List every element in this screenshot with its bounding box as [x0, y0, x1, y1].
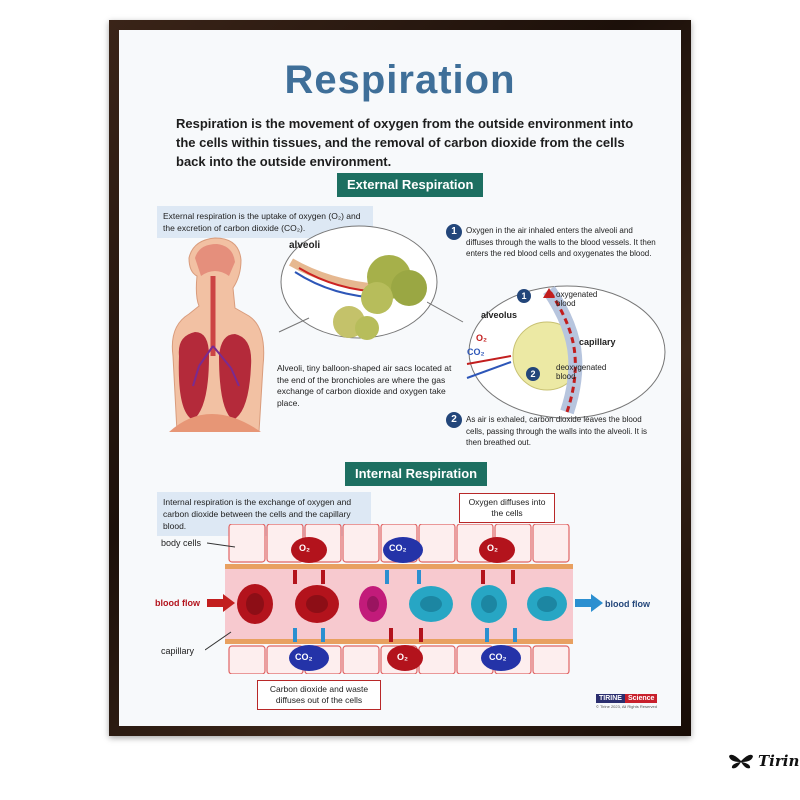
detail-step-2-number: 2	[526, 367, 540, 381]
alveolus-detail-diagram	[427, 285, 666, 419]
butterfly-icon	[729, 754, 753, 769]
capillary-pointer	[205, 631, 232, 651]
co2-bubble-2: CO₂	[295, 652, 313, 662]
brand-subject: Science	[624, 694, 658, 703]
o2-bubble-3: O₂	[397, 652, 408, 662]
gas-bubbles	[289, 537, 521, 671]
co2-bubble-3: CO₂	[489, 652, 507, 662]
poster-title: Respiration	[284, 58, 516, 102]
step-1-number: 1	[446, 224, 462, 240]
external-note: External respiration is the uptake of ox…	[157, 206, 373, 238]
watermark: Tirin	[728, 752, 799, 770]
poster: Respiration Respiration is the movement …	[119, 30, 681, 726]
intro-text: Respiration is the movement of oxygen fr…	[176, 116, 634, 169]
step-1-text: Oxygen in the air inhaled enters the alv…	[466, 226, 656, 258]
copyright: © Tirine 2023, All Rights Reserved	[596, 704, 657, 709]
co2-detail-label: CO₂	[467, 347, 485, 357]
internal-respiration-heading: Internal Respiration	[345, 462, 488, 486]
body-cells-label: body cells	[161, 538, 202, 548]
alveoli-label: alveoli	[289, 240, 321, 251]
alveoli-zoom-bubble	[278, 225, 438, 340]
capillary-label: capillary	[161, 646, 195, 656]
alveolus-label: alveolus	[481, 310, 518, 320]
step-2-number: 2	[446, 412, 462, 428]
capillary-detail-label: capillary	[579, 337, 616, 347]
blood-flow-left-label: blood flow	[155, 598, 200, 608]
body-cells-pointer	[207, 542, 236, 548]
internal-note: Internal respiration is the exchange of …	[157, 492, 371, 536]
o2-detail-label: O₂	[476, 333, 487, 343]
blood-flow-left-arrow	[207, 594, 235, 612]
diffusion-arrows	[293, 570, 517, 642]
oxygenated-blood-label: oxygenated blood	[556, 290, 598, 308]
human-respiratory-illustration	[169, 237, 265, 432]
deoxygenated-blood-label: deoxygenated blood	[556, 363, 607, 381]
red-blood-cells	[237, 584, 567, 624]
external-respiration-heading: External Respiration	[337, 173, 484, 197]
alveoli-caption: Alveoli, tiny balloon-shaped air sacs lo…	[277, 363, 452, 408]
o2-bubble-1: O₂	[299, 543, 310, 553]
co2-bubble-1: CO₂	[389, 543, 407, 553]
blood-flow-right-label: blood flow	[605, 599, 650, 609]
step-2-text: As air is exhaled, carbon dioxide leaves…	[466, 415, 647, 447]
detail-step-1-number: 1	[517, 289, 531, 303]
oxygen-diffuses-callout: Oxygen diffuses into the cells	[459, 493, 555, 523]
brand-name: TIRINE	[596, 694, 625, 703]
capillary-diagram	[225, 524, 573, 674]
brand-logo: TIRINE Science © Tirine 2023, All Rights…	[596, 694, 658, 709]
watermark-text: Tirin	[758, 752, 800, 770]
carbon-dioxide-callout: Carbon dioxide and waste diffuses out of…	[257, 680, 381, 710]
o2-bubble-2: O₂	[487, 543, 498, 553]
blood-flow-right-arrow	[575, 594, 603, 612]
poster-frame: Respiration Respiration is the movement …	[109, 20, 691, 736]
